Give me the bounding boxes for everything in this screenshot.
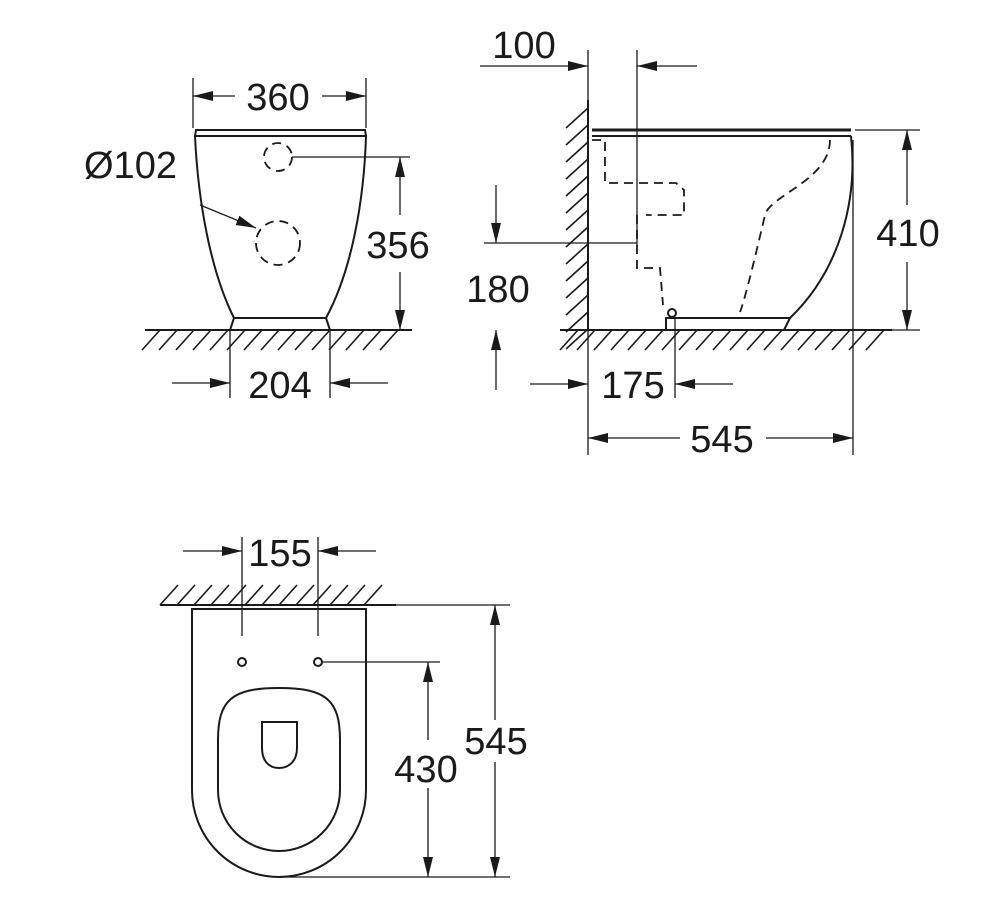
dim-length-total-side: 545 (690, 419, 753, 461)
front-inlet-circle (263, 142, 293, 172)
hatch-stroke (565, 141, 589, 163)
hatch-stroke (311, 329, 331, 351)
top-fixing-hole-left (237, 657, 247, 667)
dim-outlet-depth: 175 (601, 365, 664, 407)
front-view: 360 Ø102 356 204 (84, 77, 430, 407)
hatch-stroke (565, 175, 589, 197)
hatch-stroke (593, 329, 613, 351)
hatch-stroke (565, 277, 589, 299)
front-outlet-circle (255, 220, 301, 266)
front-rim (193, 129, 368, 137)
hatch-stroke (294, 329, 314, 351)
side-floor-hatching (559, 329, 885, 351)
hatch-stroke (661, 329, 681, 351)
top-wall-hatching (159, 584, 383, 606)
hatch-stroke (831, 329, 851, 351)
dim-height-outlet: 356 (366, 225, 429, 267)
hatch-stroke (565, 311, 589, 333)
side-hidden-pipe (636, 215, 664, 306)
hatch-stroke (746, 329, 766, 351)
side-wall-hatching (565, 107, 589, 350)
hatch-stroke (260, 329, 280, 351)
hatch-stroke (295, 584, 315, 606)
hatch-stroke (565, 209, 589, 231)
dim-length-total-top: 545 (464, 721, 527, 763)
hatch-stroke (209, 329, 229, 351)
hatch-stroke (729, 329, 749, 351)
dim-outlet-height: 180 (466, 269, 529, 311)
dim-fixing-depth: 430 (394, 749, 457, 791)
hatch-stroke (678, 329, 698, 351)
hatch-stroke (362, 329, 382, 351)
hatch-stroke (627, 329, 647, 351)
side-hidden-inlet (592, 139, 685, 216)
hatch-stroke (141, 329, 161, 351)
hatch-stroke (379, 329, 399, 351)
hatch-stroke (565, 124, 589, 146)
hatch-stroke (695, 329, 715, 351)
hatch-stroke (193, 584, 213, 606)
hatch-stroke (565, 158, 589, 180)
hatch-stroke (559, 329, 579, 351)
hatch-stroke (227, 584, 247, 606)
hatch-stroke (175, 329, 195, 351)
hatch-stroke (565, 294, 589, 316)
side-foot (665, 317, 792, 331)
front-floor-hatching (141, 329, 399, 351)
hatch-stroke (346, 584, 366, 606)
hatch-stroke (865, 329, 885, 351)
dim-fixing-spacing: 155 (248, 533, 311, 575)
hatch-stroke (210, 584, 230, 606)
hatch-stroke (565, 260, 589, 282)
front-foot (228, 317, 332, 331)
side-bowl-front (789, 135, 854, 319)
hatch-stroke (345, 329, 365, 351)
hatch-stroke (243, 329, 263, 351)
hatch-stroke (158, 329, 178, 351)
hatch-stroke (576, 329, 596, 351)
hatch-stroke (363, 584, 383, 606)
hatch-stroke (278, 584, 298, 606)
hatch-stroke (763, 329, 783, 351)
hatch-stroke (610, 329, 630, 351)
outlet-diameter-leader (199, 204, 257, 229)
side-fixing-point (667, 308, 677, 318)
hatch-stroke (176, 584, 196, 606)
hatch-stroke (780, 329, 800, 351)
top-fixing-hole-right (313, 657, 323, 667)
hatch-stroke (328, 329, 348, 351)
front-body-right (325, 135, 367, 319)
top-seat-opening (217, 686, 341, 852)
hatch-stroke (848, 329, 868, 351)
hatch-stroke (261, 584, 281, 606)
hatch-stroke (192, 329, 212, 351)
hatch-stroke (712, 329, 732, 351)
dim-offset-top: 100 (492, 25, 555, 67)
hatch-stroke (159, 584, 179, 606)
top-bowl-outlet (261, 721, 298, 770)
hatch-stroke (644, 329, 664, 351)
hatch-stroke (277, 329, 297, 351)
hatch-stroke (565, 226, 589, 248)
dim-height-total: 410 (876, 213, 939, 255)
hatch-stroke (329, 584, 349, 606)
hatch-stroke (312, 584, 332, 606)
dim-base-width: 204 (248, 365, 311, 407)
hatch-stroke (565, 192, 589, 214)
top-view: 155 430 545 (159, 533, 528, 878)
hatch-stroke (565, 328, 589, 350)
hatch-stroke (797, 329, 817, 351)
side-hidden-trap (739, 139, 831, 313)
front-body-left (194, 135, 235, 319)
hatch-stroke (814, 329, 834, 351)
dim-width-top: 360 (246, 77, 309, 119)
hatch-stroke (565, 243, 589, 265)
hatch-stroke (565, 107, 589, 129)
dim-outlet-diameter: Ø102 (84, 145, 177, 187)
hatch-stroke (244, 584, 264, 606)
side-view: 100 180 410 175 545 (466, 25, 939, 461)
